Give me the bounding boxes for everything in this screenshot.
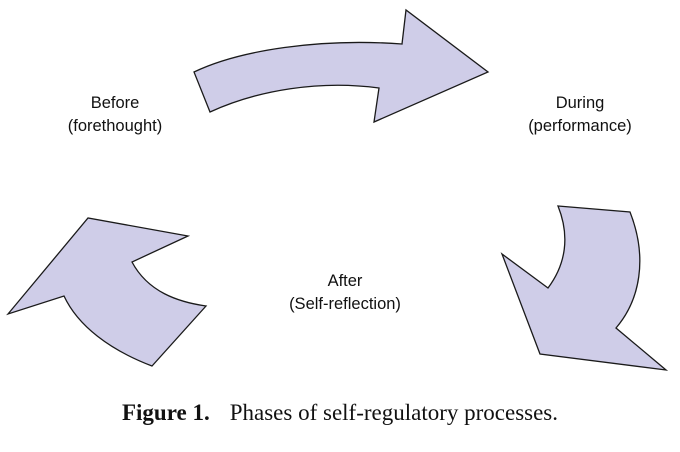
phase-label-before: Before (forethought)	[40, 92, 190, 138]
curved-arrow-up-icon	[6, 217, 208, 367]
phase-title-after: After	[327, 272, 363, 290]
figure-caption: Figure 1. Phases of self-regulatory proce…	[0, 400, 680, 426]
curved-arrow-down-icon	[500, 205, 669, 371]
figure-caption-text: Phases of self-regulatory processes.	[229, 400, 559, 425]
phase-subtitle-before: (forethought)	[67, 117, 163, 135]
figure-number: Figure 1.	[121, 400, 210, 425]
phase-subtitle-after: (Self-reflection)	[289, 295, 401, 313]
phase-label-after: After (Self-reflection)	[255, 270, 435, 316]
phase-title-during: During	[555, 94, 605, 112]
phase-title-before: Before	[90, 94, 140, 112]
phase-label-during: During (performance)	[505, 92, 655, 138]
curved-arrow-right-icon	[193, 8, 490, 124]
phase-subtitle-during: (performance)	[528, 117, 632, 135]
